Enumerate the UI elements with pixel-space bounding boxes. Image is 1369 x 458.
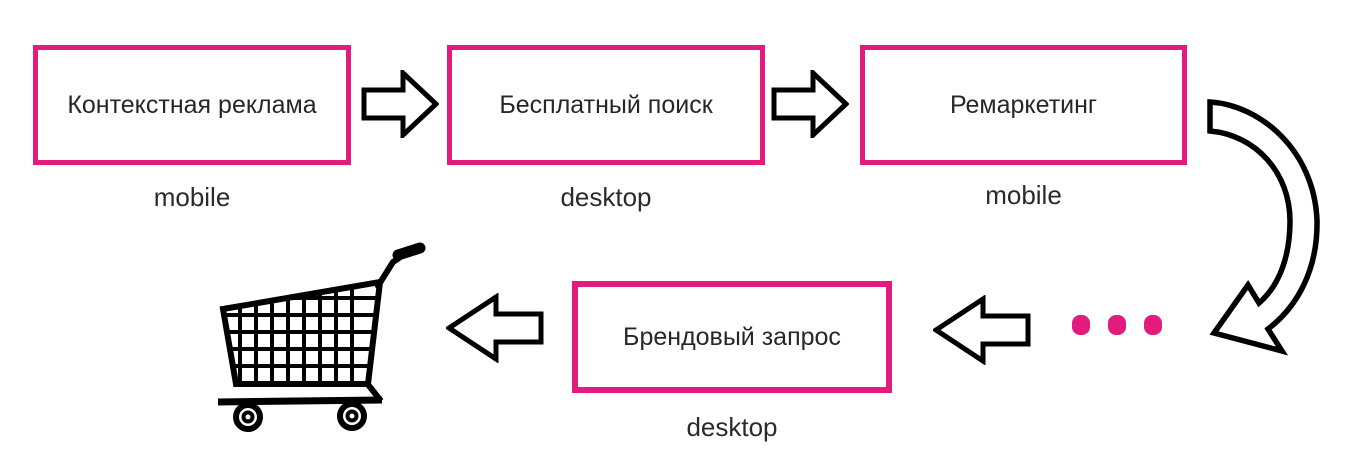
step-title: Ремаркетинг xyxy=(949,90,1098,119)
device-label-4: desktop xyxy=(686,412,778,442)
step-title: Брендовый запрос xyxy=(623,322,841,351)
block-arrow-left-icon xyxy=(933,295,1031,365)
step-box-remarketing: Ремаркетинг xyxy=(860,45,1187,165)
curved-arrow-down-left-icon xyxy=(1202,95,1334,357)
step-box-brand-query: Брендовый запрос xyxy=(572,281,892,393)
ellipsis-icon xyxy=(1072,315,1162,335)
step-box-contextual-ads: Контекстная реклама xyxy=(33,45,351,165)
ellipsis-dot xyxy=(1072,315,1090,335)
step-box-free-search: Бесплатный поиск xyxy=(447,45,765,165)
block-arrow-left-icon xyxy=(446,293,544,363)
block-arrow-right-icon xyxy=(361,70,439,138)
device-label-3: mobile xyxy=(985,180,1062,210)
device-label-2: desktop xyxy=(560,182,652,212)
block-arrow-right-icon xyxy=(771,70,849,138)
step-title: Бесплатный поиск xyxy=(499,90,713,119)
ellipsis-dot xyxy=(1108,315,1126,335)
shopping-cart-icon xyxy=(210,238,435,438)
step-title: Контекстная реклама xyxy=(67,90,317,119)
ellipsis-dot xyxy=(1144,315,1162,335)
device-label-1: mobile xyxy=(153,182,231,212)
